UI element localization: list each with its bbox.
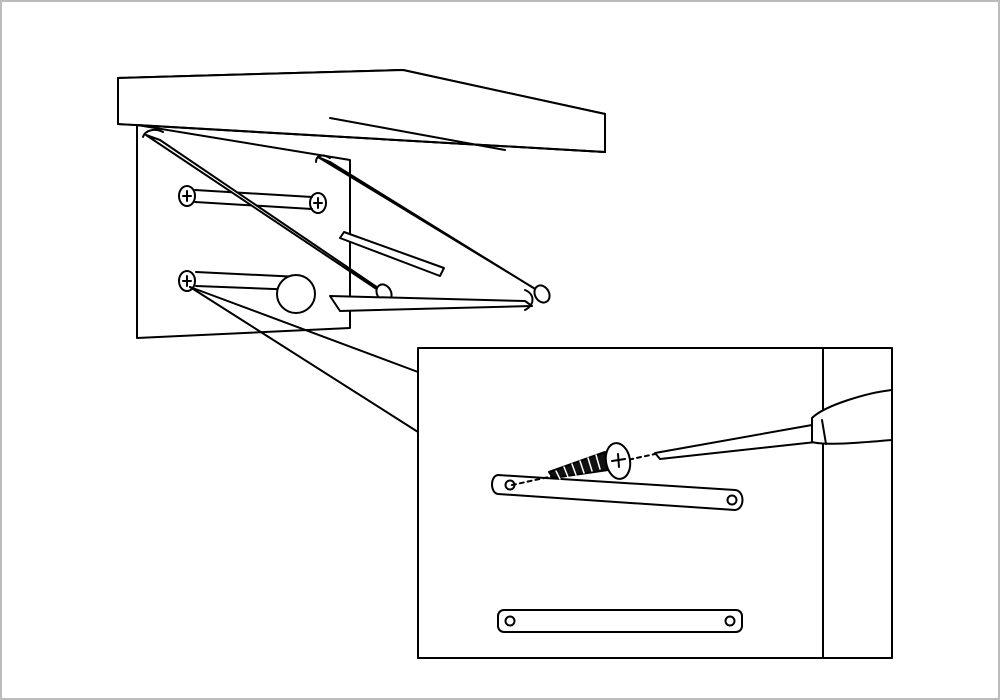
detail-screw (548, 442, 632, 480)
shelf-board (117, 69, 606, 153)
wire-bracket (142, 128, 551, 312)
upper-left-screw (178, 185, 196, 207)
ball-joint (276, 274, 316, 314)
lower-left-screw (178, 270, 196, 292)
detail-upper-strip (491, 474, 744, 511)
screwdriver (654, 389, 893, 460)
callout-leader-lines (189, 286, 419, 433)
detail-lower-strip (497, 609, 743, 633)
upper-right-screw (309, 192, 327, 214)
